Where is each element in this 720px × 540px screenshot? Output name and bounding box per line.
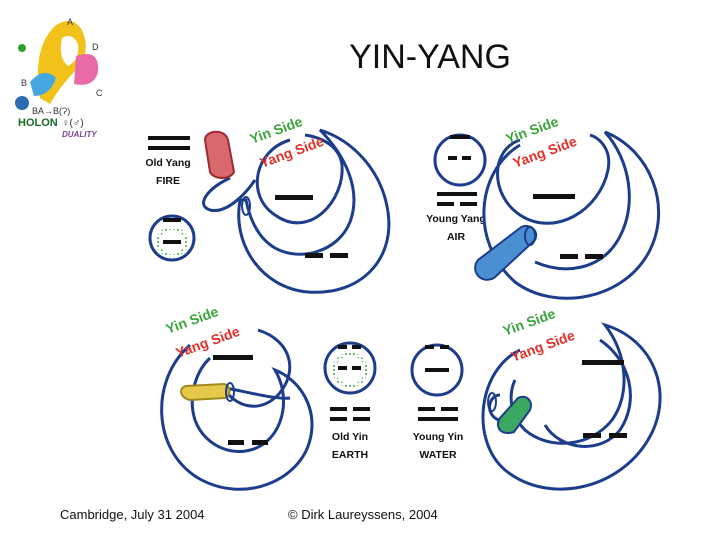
earth-outer-curve	[223, 328, 292, 408]
panel-young-yin-water: Young Yin WATER Yin Side Yang Side	[410, 305, 662, 491]
logo-blue-dot	[15, 96, 29, 110]
earth-small-dash-1	[338, 345, 347, 349]
earth-small-circle	[323, 341, 377, 395]
water-small-dash-1	[425, 345, 434, 349]
water-yinyang-body	[481, 322, 662, 491]
fire-yin-dash-1	[305, 253, 323, 258]
water-small-dash-2	[440, 345, 449, 349]
fire-small-line	[163, 240, 181, 244]
logo-duality: DUALITY	[62, 130, 97, 139]
holon-logo: A B C D BA→B(Ɂ) HOLON ♀(♂) DUALITY	[15, 17, 103, 139]
fire-small-line-top	[163, 218, 181, 222]
water-trigram-line	[418, 417, 458, 421]
logo-holon-symbol: ♀(♂)	[62, 118, 84, 129]
fire-element: FIRE	[156, 175, 180, 187]
water-trigram-dash-2	[441, 407, 458, 411]
panel-old-yang-fire: Old Yang FIRE Yin Side Yang Side	[145, 113, 391, 294]
logo-formula: BA→B(Ɂ)	[32, 106, 70, 116]
logo-letter-b: B	[21, 78, 27, 88]
footer-copyright: © Dirk Laureyssens, 2004	[288, 507, 438, 522]
water-yin-side-label: Yin Side	[501, 305, 558, 339]
earth-capsule	[180, 382, 231, 402]
earth-yinyang-body	[160, 343, 314, 491]
water-ring	[487, 392, 497, 412]
old-yang-name: Old Yang	[145, 157, 190, 169]
air-yin-dash-1	[560, 254, 578, 259]
panel-old-yin-earth: Yin Side Yang Side Old Yin EARTH	[160, 303, 377, 491]
fire-small-circle	[148, 214, 196, 262]
fire-yang-line	[275, 195, 313, 200]
logo-letter-a: A	[67, 17, 73, 27]
air-trigram-line	[437, 192, 477, 196]
logo-holon: HOLON	[18, 117, 58, 129]
earth-small-dash-2	[352, 345, 361, 349]
water-yin-dash-1	[583, 433, 601, 438]
air-small-line-top	[450, 135, 470, 139]
air-trigram-dash-2	[460, 202, 477, 206]
air-small-dash-1	[448, 156, 457, 160]
water-small-circle	[410, 343, 464, 397]
water-yang-line	[582, 360, 624, 365]
water-small-line	[425, 368, 449, 372]
logo-letter-c: C	[96, 88, 103, 98]
water-capsule	[496, 395, 532, 434]
fire-tube	[202, 176, 257, 212]
air-trigram-dash-1	[437, 202, 454, 206]
water-trigram-dash-1	[418, 407, 435, 411]
fire-ring	[241, 196, 251, 216]
logo-letter-d: D	[92, 42, 99, 52]
old-yin-name: Old Yin	[332, 431, 368, 443]
air-small-circle	[433, 133, 487, 187]
earth-yin-dash-2	[252, 440, 268, 445]
air-small-dash-2	[462, 156, 471, 160]
water-element: WATER	[419, 449, 457, 461]
panel-young-yang-air: Young Yang AIR Yin Side Yang Side	[426, 113, 660, 300]
air-outer-curve	[496, 133, 611, 225]
earth-trigram-dash-4	[353, 417, 370, 421]
earth-yang-line	[213, 355, 253, 360]
earth-small-dash-3	[338, 366, 347, 370]
earth-ring	[225, 382, 235, 402]
young-yang-name: Young Yang	[426, 213, 486, 225]
fire-dotted-ring	[156, 226, 188, 258]
fire-capsule	[203, 130, 236, 179]
logo-blue-shape	[30, 72, 56, 96]
footer-location-date: Cambridge, July 31 2004	[60, 507, 205, 522]
earth-yin-dash-1	[228, 440, 244, 445]
young-yin-name: Young Yin	[413, 431, 464, 443]
air-yang-line	[533, 194, 575, 199]
earth-trigram-dash-2	[353, 407, 370, 411]
slide-title: YIN-YANG	[349, 38, 511, 76]
earth-small-dash-4	[352, 366, 361, 370]
air-yin-dash-2	[585, 254, 603, 259]
logo-green-dot	[18, 44, 26, 52]
earth-element: EARTH	[332, 449, 368, 461]
logo-inner-shape	[60, 36, 79, 66]
earth-trigram-dash-1	[330, 407, 347, 411]
water-yin-dash-2	[609, 433, 627, 438]
old-yang-line-bottom	[148, 146, 190, 150]
fire-yin-dash-2	[330, 253, 348, 258]
water-outer-curve	[543, 338, 632, 448]
air-ring	[524, 226, 536, 246]
earth-dotted-ring	[332, 352, 368, 388]
logo-pink-shape	[74, 54, 99, 85]
earth-trigram-dash-3	[330, 417, 347, 421]
air-element: AIR	[447, 231, 466, 243]
old-yang-line-top	[148, 136, 190, 140]
fire-yinyang-body	[237, 128, 391, 294]
